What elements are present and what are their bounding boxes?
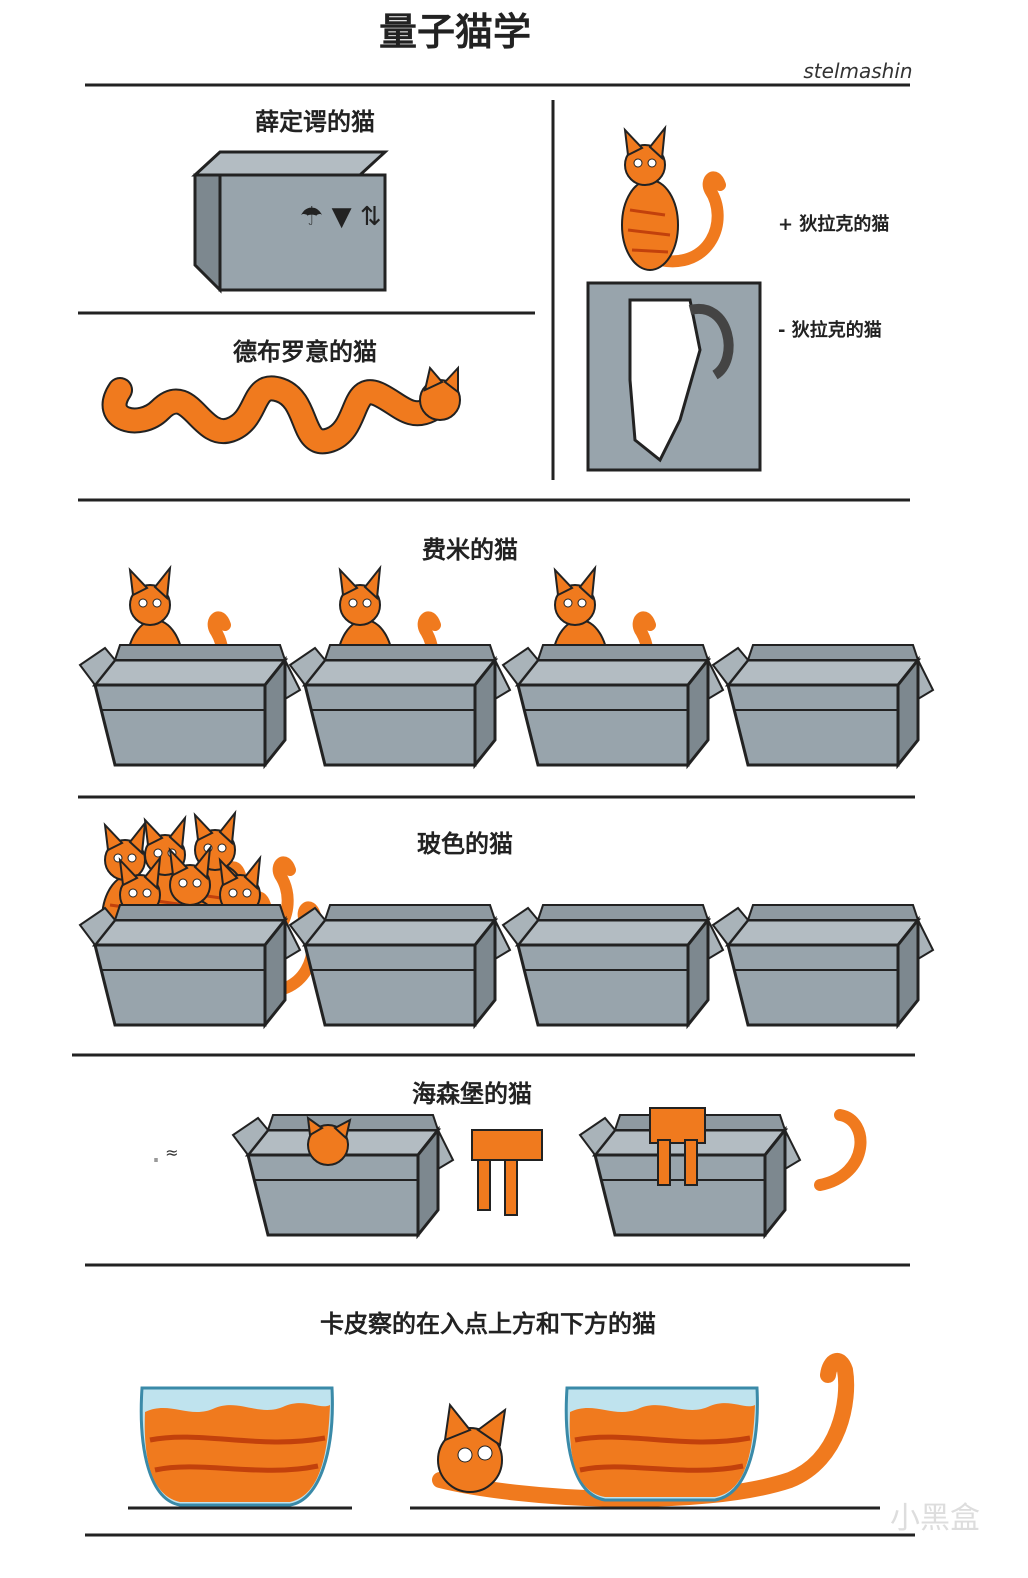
watermark: 小黑盒 <box>890 1501 980 1536</box>
cat-hind-legs <box>649 1107 706 1186</box>
dirac-plus-label: + 狄拉克的猫 <box>778 213 889 235</box>
heisenberg-label: 海森堡的猫 <box>412 1080 532 1108</box>
box-with-cat-hole <box>586 281 762 472</box>
schrodinger-label: 薛定谔的猫 <box>255 108 375 136</box>
kapitza-label: 卡皮察的在入点上方和下方的猫 <box>320 1310 656 1338</box>
open-box <box>501 643 725 767</box>
open-box <box>288 643 512 767</box>
cat-tail <box>814 1109 867 1191</box>
cat-head <box>306 1115 352 1166</box>
wave-cat <box>101 365 461 455</box>
fish-bowl-with-cat <box>139 1386 334 1507</box>
open-box <box>288 903 512 1027</box>
open-box <box>501 903 725 1027</box>
closed-box: ☂ ▼ ⇅ <box>191 150 389 294</box>
de-broglie-label: 德布罗意的猫 <box>233 338 377 366</box>
open-box <box>78 643 302 767</box>
bose-label: 玻色的猫 <box>417 830 513 858</box>
svg-text:☂ ▼ ⇅: ☂ ▼ ⇅ <box>300 202 382 232</box>
cat-legs <box>471 1129 543 1216</box>
dirac-minus-label: - 狄拉克的猫 <box>778 319 882 341</box>
motion-lines: ͇ ≈ <box>154 1143 179 1162</box>
positive-dirac-cat <box>622 128 720 270</box>
open-box <box>711 643 935 767</box>
fermi-label: 费米的猫 <box>422 536 518 564</box>
artist-signature: stelmashin <box>803 59 912 83</box>
panel-dividers <box>72 83 915 1537</box>
open-box <box>711 903 935 1027</box>
open-box <box>78 903 302 1027</box>
page-title: 量子猫学 <box>379 10 531 54</box>
cat-under-bowl <box>432 1353 855 1507</box>
